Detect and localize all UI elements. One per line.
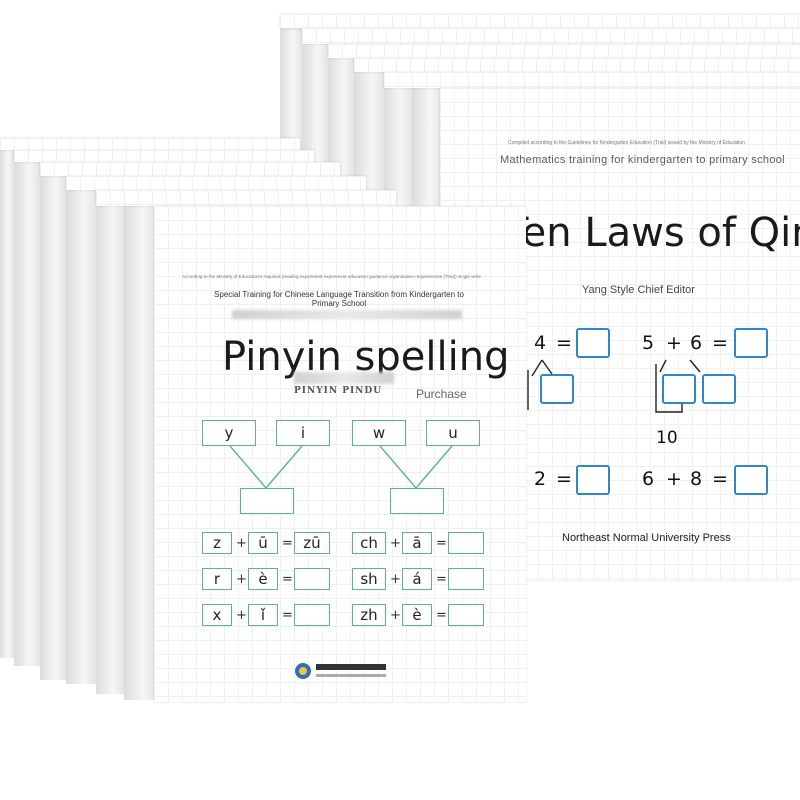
book-edge bbox=[40, 162, 340, 176]
plus-sign: + bbox=[236, 536, 247, 551]
back-title: Ten Laws of Qin bbox=[504, 210, 800, 256]
math-number: 6 bbox=[642, 468, 655, 490]
back-editor: Yang Style Chief Editor bbox=[582, 284, 695, 296]
math-number: 4 bbox=[534, 332, 547, 354]
blurred-text bbox=[294, 372, 394, 384]
pinyin-result-box bbox=[448, 604, 484, 626]
pinyin-initial-box: x bbox=[202, 604, 232, 626]
pinyin-result-box bbox=[448, 532, 484, 554]
equals-sign: = bbox=[282, 572, 293, 587]
pinyin-final-box: á bbox=[402, 568, 432, 590]
math-plus: + bbox=[666, 332, 682, 354]
pinyin-initial-box: sh bbox=[352, 568, 386, 590]
equals-sign: = bbox=[436, 536, 447, 551]
plus-sign: + bbox=[236, 608, 247, 623]
pinyin-box: w bbox=[352, 420, 406, 446]
book-edge bbox=[354, 58, 800, 72]
equals-sign: = bbox=[436, 608, 447, 623]
pinyin-initial-box: zh bbox=[352, 604, 386, 626]
front-cover: According to the Ministry of Education's… bbox=[154, 206, 526, 702]
book-spine bbox=[124, 204, 157, 700]
answer-box bbox=[734, 328, 768, 358]
plus-sign: + bbox=[390, 608, 401, 623]
pinyin-initial-box: z bbox=[202, 532, 232, 554]
answer-box bbox=[576, 465, 610, 495]
back-subtitle: Mathematics training for kindergarten to… bbox=[500, 154, 785, 166]
math-number: 10 bbox=[656, 428, 678, 448]
book-edge bbox=[14, 150, 314, 162]
pinyin-initial-box: ch bbox=[352, 532, 386, 554]
plus-sign: + bbox=[236, 572, 247, 587]
front-guideline: According to the Ministry of Education's… bbox=[182, 274, 481, 279]
answer-box bbox=[662, 374, 696, 404]
pinyin-final-box: ū bbox=[248, 532, 278, 554]
blurred-text bbox=[232, 310, 462, 319]
answer-box bbox=[576, 328, 610, 358]
book-edge bbox=[96, 190, 396, 206]
book-spine bbox=[40, 160, 67, 680]
math-equals: = bbox=[556, 332, 572, 354]
book-spine bbox=[14, 146, 41, 666]
plus-sign: + bbox=[390, 536, 401, 551]
pinyin-result-box bbox=[294, 568, 330, 590]
pinyin-label: PINYIN PINDU bbox=[294, 386, 383, 396]
pinyin-box: u bbox=[426, 420, 480, 446]
book-spine bbox=[96, 188, 125, 694]
book-edge bbox=[302, 28, 800, 44]
pinyin-final-box: è bbox=[402, 604, 432, 626]
math-equals: = bbox=[712, 468, 728, 490]
book-edge bbox=[328, 44, 800, 58]
equals-sign: = bbox=[282, 536, 293, 551]
math-plus: + bbox=[666, 468, 682, 490]
math-number: 8 bbox=[690, 468, 703, 490]
answer-box bbox=[734, 465, 768, 495]
pinyin-result-box bbox=[448, 568, 484, 590]
pinyin-final-box: è bbox=[248, 568, 278, 590]
equals-sign: = bbox=[282, 608, 293, 623]
equals-sign: = bbox=[436, 572, 447, 587]
answer-box bbox=[702, 374, 736, 404]
math-number: 6 bbox=[690, 332, 703, 354]
pinyin-final-box: ǐ bbox=[248, 604, 278, 626]
back-guideline: Compiled according to the Guidelines for… bbox=[508, 140, 745, 146]
decomposition-lines bbox=[527, 359, 701, 413]
publisher-logo bbox=[295, 663, 386, 679]
front-subtitle: Special Training for Chinese Language Tr… bbox=[214, 290, 464, 308]
math-equals: = bbox=[712, 332, 728, 354]
book-spine bbox=[66, 174, 97, 684]
book-edge bbox=[66, 176, 366, 190]
pinyin-result-box bbox=[294, 604, 330, 626]
pinyin-final-box: ā bbox=[402, 532, 432, 554]
pinyin-initial-box: r bbox=[202, 568, 232, 590]
pinyin-answer-box bbox=[240, 488, 294, 514]
book-edge bbox=[0, 138, 300, 150]
connector-lines bbox=[229, 445, 453, 490]
back-press: Northeast Normal University Press bbox=[562, 532, 731, 544]
book-edge bbox=[280, 14, 800, 29]
pinyin-result-box: zū bbox=[294, 532, 330, 554]
math-number: 2 bbox=[534, 468, 547, 490]
answer-box bbox=[540, 374, 574, 404]
pinyin-answer-box bbox=[390, 488, 444, 514]
pinyin-box: i bbox=[276, 420, 330, 446]
math-equals: = bbox=[556, 468, 572, 490]
book-spine bbox=[0, 138, 15, 658]
purchase-label: Purchase bbox=[416, 387, 467, 401]
book-edge bbox=[384, 72, 800, 88]
math-number: 5 bbox=[642, 332, 655, 354]
pinyin-box: y bbox=[202, 420, 256, 446]
plus-sign: + bbox=[390, 572, 401, 587]
